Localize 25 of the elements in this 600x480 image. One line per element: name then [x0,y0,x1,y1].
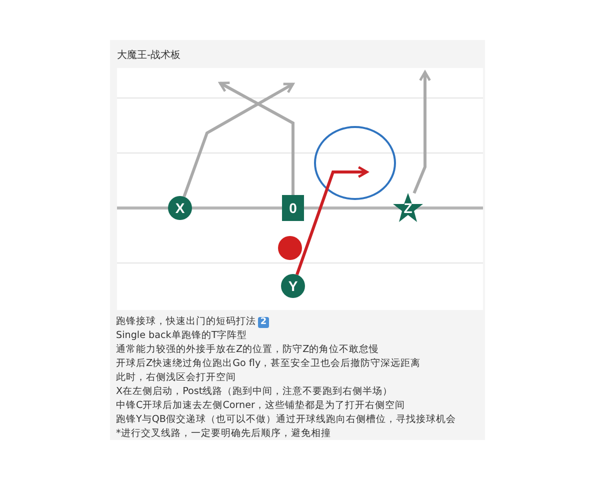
route-arrow [182,82,294,198]
note-text: 通常能力较强的外接手放在Z的位置，防守Z的角位不敢怠慢 [116,343,380,357]
route-arrow [218,82,294,195]
note-text: 跑锋Y与QB假交递球（也可以不做）通过开球线跑向右侧槽位，寻找接球机会 [116,413,456,427]
note-text: 开球后Z快速绕过角位跑出Go fly，甚至安全卫也会后撤防守深远距离 [116,357,421,371]
note-text: *进行交叉线路，一定要明确先后顺序，避免相撞 [116,427,331,441]
number-badge: 2 [258,316,269,328]
target-zone-ellipse [314,126,396,200]
player-letter: 0 [289,200,297,216]
note-text: X在左侧启动，Post线路（跑到中间，注意不要跑到右侧半场） [116,385,393,399]
board-title: 大魔王-战术板 [117,48,181,62]
player-square [282,195,304,221]
player-letter: Z [404,200,412,216]
route-arrow [412,70,431,194]
player-letter: X [175,200,185,216]
quarterback-circle [278,236,302,260]
note-text: Single back单跑锋的T字阵型 [116,329,248,343]
note-text: 此时，右侧浅区会打开空间 [116,371,236,385]
note-text: 中锋C开球后加速去左侧Corner，这些铺垫都是为了打开右侧空间 [116,399,405,413]
player-letter: Y [288,278,298,294]
player-circle [281,274,305,298]
player-circle [168,196,192,220]
note-text: 跑锋接球，快速出门的短码打法 [116,315,256,329]
player-star [392,192,424,224]
run-route-arrow [296,166,368,276]
